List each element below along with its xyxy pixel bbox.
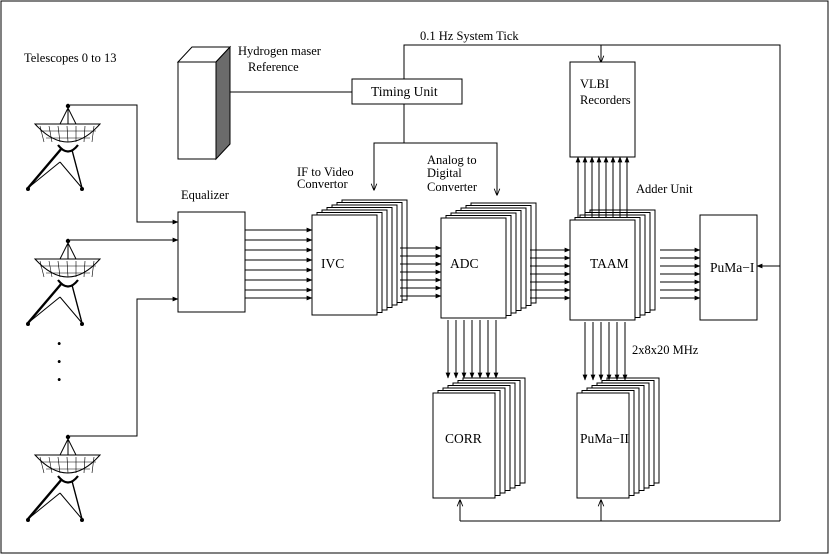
vlbi-label-line1: VLBI xyxy=(580,77,609,91)
puma2-stack xyxy=(576,377,660,499)
ivc-label: IVC xyxy=(321,256,344,271)
signal-buses xyxy=(245,156,701,381)
telescopes-label: Telescopes 0 to 13 xyxy=(24,51,117,65)
ellipsis-dot-2: • xyxy=(57,355,61,369)
taam-label: TAAM xyxy=(590,256,629,271)
hydrogen-maser-block xyxy=(176,45,232,161)
equalizer-box xyxy=(177,211,246,313)
timing-unit-label: Timing Unit xyxy=(371,84,438,99)
adc-label: ADC xyxy=(450,256,479,271)
maser-label-line2: Reference xyxy=(248,60,299,74)
adder-unit-label: Adder Unit xyxy=(636,182,693,196)
ivc-stack xyxy=(311,199,408,316)
equalizer-label: Equalizer xyxy=(181,188,230,202)
telescope-icon xyxy=(26,238,102,326)
module-stacks xyxy=(311,199,660,499)
telescope-icon xyxy=(26,103,102,191)
vlbi-recorders-box xyxy=(569,61,636,158)
adc-caption-line2: Digital xyxy=(427,166,462,180)
bandwidth-label: 2x8x20 MHz xyxy=(632,343,699,357)
ivc-caption-line2: Convertor xyxy=(297,177,349,191)
vlbi-label-line2: Recorders xyxy=(580,93,631,107)
telescope-group xyxy=(26,103,102,522)
adc-stack xyxy=(440,202,537,319)
system-tick-label: 0.1 Hz System Tick xyxy=(420,29,519,43)
puma2-label: PuMa−II xyxy=(580,431,629,446)
corr-stack xyxy=(432,377,526,499)
adc-caption-line3: Converter xyxy=(427,180,478,194)
ellipsis-dot-1: • xyxy=(57,337,61,351)
timing-unit-box xyxy=(351,78,463,105)
puma1-label: PuMa−I xyxy=(710,260,755,275)
adc-caption-line1: Analog to xyxy=(427,153,477,167)
taam-stack xyxy=(569,209,656,321)
ivc-caption-line1: IF to Video xyxy=(297,165,354,179)
ellipsis-dot-3: • xyxy=(57,373,61,387)
maser-label-line1: Hydrogen maser xyxy=(238,44,322,58)
telescope-icon xyxy=(26,434,102,522)
corr-label: CORR xyxy=(445,431,482,446)
